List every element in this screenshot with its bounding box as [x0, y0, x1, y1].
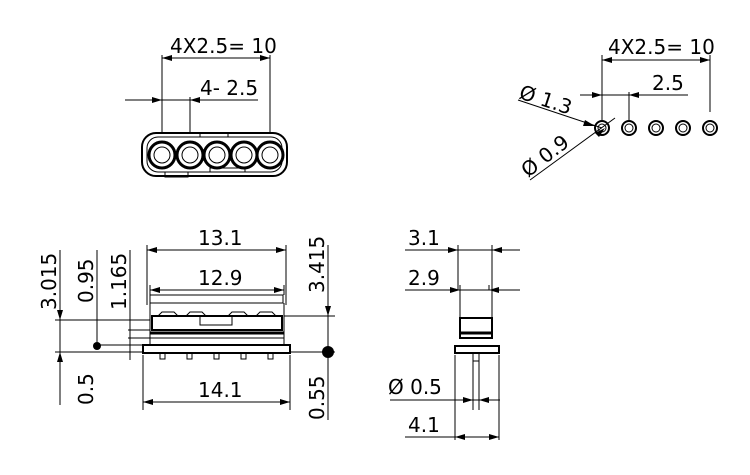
side-body-top [149, 294, 284, 304]
dim-pitch-total-label: 4X2.5= 10 [170, 34, 277, 58]
pin-holes [594, 120, 718, 136]
contact-hole [229, 140, 259, 170]
key-notch-top [199, 133, 229, 138]
end-view: 3.1 2.9 Ø 0.5 4.1 [388, 226, 520, 440]
pin [159, 352, 166, 360]
pin-hole-inner [705, 123, 715, 133]
dim-width-bottom-label: 14.1 [198, 378, 243, 402]
pin-hole [702, 120, 718, 136]
pin-hole [621, 120, 637, 136]
end-body-upper [459, 289, 493, 319]
dim-right-height-label: 3.415 [305, 236, 329, 293]
dim-width-inner-label: 12.9 [198, 266, 243, 290]
dim-pin-pitch-total-label: 4X2.5= 10 [608, 35, 715, 59]
pin [186, 352, 193, 360]
pin [213, 352, 220, 360]
dim-pin-dia-label: Ø 0.5 [388, 375, 442, 399]
pin-pattern-view: 4X2.5= 10 2.5 Ø 1.3 Ø 0.9 [516, 35, 718, 182]
contact-hole [255, 140, 285, 170]
dim-end-width-inner-label: 2.9 [408, 266, 440, 290]
housing-outline [141, 132, 288, 177]
end-body-mid [459, 317, 493, 339]
end-pin [472, 352, 480, 362]
dim-end-width-outer-label: 3.1 [408, 226, 440, 250]
contact-hole [147, 140, 177, 170]
dim-pin-pitch-label: 2.5 [652, 71, 684, 95]
side-view: 13.1 12.9 14.1 3.015 0.95 1.165 0.5 [37, 226, 335, 420]
dim-height-base-label: 0.5 [74, 373, 98, 405]
contact-hole [208, 146, 226, 164]
pin-hole-inner [678, 123, 688, 133]
contact-holes [147, 140, 285, 170]
pin-hole [675, 120, 691, 136]
end-base-flange [454, 345, 500, 354]
pin-hole-inner [624, 123, 634, 133]
dim-height-mid-label: 0.95 [74, 258, 98, 303]
pin-hole-inner [651, 123, 661, 133]
dim-height-total-label: 3.015 [37, 253, 61, 310]
leader-dia-inner [529, 117, 616, 181]
side-body-mid [151, 315, 283, 331]
key-notch-bottom [164, 167, 246, 178]
contact-hole [153, 146, 171, 164]
pin [267, 352, 274, 360]
contact-hole [261, 146, 279, 164]
dim-width-outer-label: 13.1 [198, 226, 243, 250]
side-pins [159, 352, 274, 360]
dim-dia-outer-label: Ø 1.3 [516, 80, 575, 119]
dim-end-base-width-label: 4.1 [408, 413, 440, 437]
pin-hole [648, 120, 664, 136]
contact-hole [235, 146, 253, 164]
side-base-flange [142, 344, 291, 354]
dim-right-base-label: 0.55 [305, 375, 329, 420]
pin-hole [594, 120, 610, 136]
contact-hole [181, 146, 199, 164]
pin [240, 352, 247, 360]
contact-hole [175, 140, 205, 170]
dim-height-upper-label: 1.165 [107, 253, 131, 310]
front-face-view: 4X2.5= 10 4- 2.5 [125, 34, 288, 178]
dim-dia-inner-label: Ø 0.9 [516, 130, 573, 182]
contact-hole [202, 140, 232, 170]
dim-pitch-label: 4- 2.5 [200, 76, 258, 100]
datum-dot [322, 346, 334, 358]
